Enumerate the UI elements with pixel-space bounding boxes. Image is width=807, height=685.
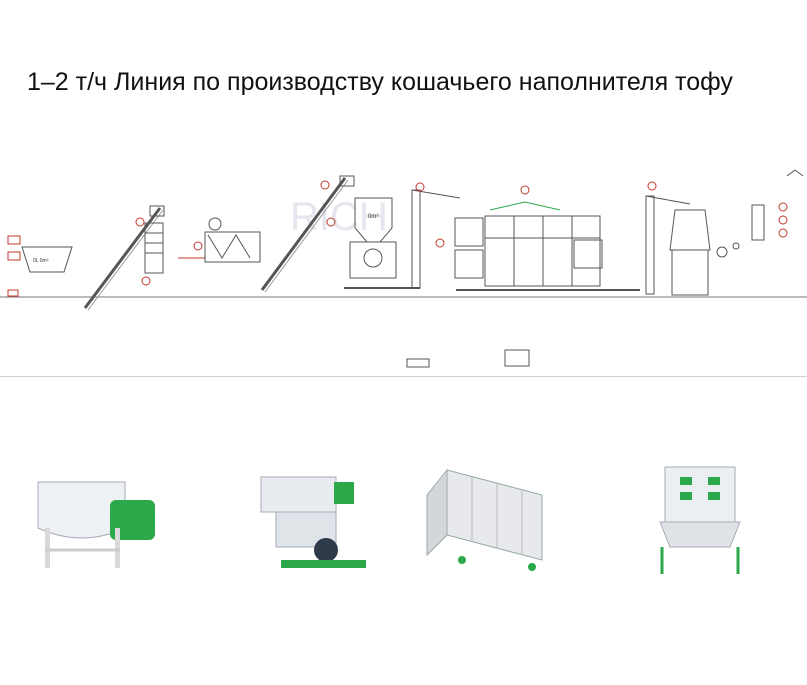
section-divider bbox=[0, 376, 807, 377]
belt-dryer-photo bbox=[426, 468, 543, 571]
bucket-elevator-2 bbox=[645, 181, 691, 295]
cooler-packing-unit bbox=[669, 169, 804, 296]
horizontal-mixer-photo bbox=[37, 481, 155, 568]
small-logo-right bbox=[504, 349, 530, 367]
page-title: 1–2 т/ч Линия по производству кошачьего … bbox=[27, 68, 733, 96]
pellet-mill-unit: 0m³ bbox=[344, 197, 420, 289]
screw-conveyor-2 bbox=[260, 175, 355, 293]
mixer-unit bbox=[141, 217, 261, 286]
bucket-elevator-1 bbox=[411, 182, 461, 289]
tank-label: 0L 0m³ bbox=[33, 258, 49, 264]
silo-label: 0m³ bbox=[368, 214, 378, 220]
small-logo-left bbox=[406, 358, 430, 368]
screw-conveyor-1 bbox=[83, 205, 165, 311]
pellet-mill-photo bbox=[260, 476, 366, 568]
belt-dryer-unit bbox=[454, 185, 640, 291]
production-line-diagram: RICH 0L 0m³ 0m³ bbox=[0, 169, 807, 368]
counterflow-cooler-photo bbox=[659, 466, 741, 574]
receiving-tank: 0L 0m³ bbox=[7, 235, 73, 297]
